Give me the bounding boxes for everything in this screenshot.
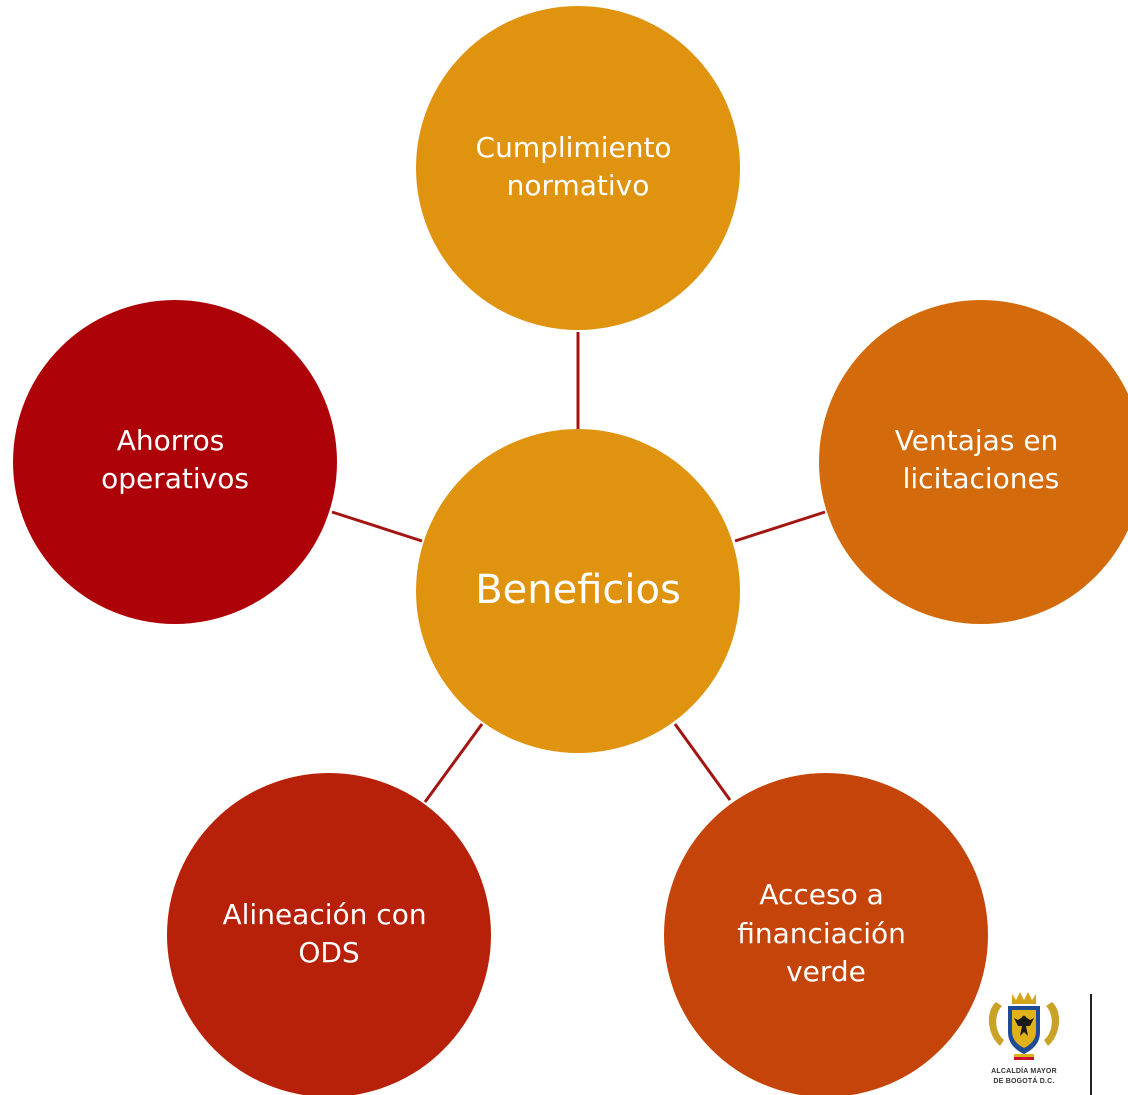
svg-text:Ahorros operativos: Ahorros operativos — [101, 424, 249, 495]
node-center-circle — [416, 429, 740, 753]
node-acceso-circle — [664, 773, 988, 1095]
node-ventajas-line-1: Ventajas en — [895, 424, 1059, 457]
connector-ahorros — [331, 510, 423, 543]
node-acceso: Acceso a financiación verde — [664, 773, 988, 1095]
connector-acceso — [673, 723, 732, 801]
node-acceso-line-3: verde — [786, 955, 866, 988]
node-alineacion-line-2: ODS — [298, 936, 359, 969]
node-center: Beneficios — [416, 429, 740, 753]
logo-divider — [1090, 994, 1092, 1095]
node-ventajas-circle — [819, 300, 1128, 624]
node-ahorros-circle — [13, 300, 337, 624]
node-acceso-line-1: Acceso a — [759, 878, 883, 911]
logo-line-2: DE BOGOTÁ D.C. — [993, 1078, 1055, 1085]
node-ventajas-line-2: licitaciones — [903, 462, 1060, 495]
node-ahorros: Ahorros operativos — [13, 300, 337, 624]
node-center-label: Beneficios — [475, 567, 681, 613]
node-cumplimiento-line-1: Cumplimiento — [476, 131, 672, 164]
alcaldia-logo: ALCALDÍA MAYOR DE BOGOTÁ D.C. — [978, 988, 1098, 1095]
node-alineacion: Alineación con ODS — [167, 773, 491, 1095]
node-alineacion-circle — [167, 773, 491, 1095]
connector-alineacion — [423, 723, 484, 803]
node-cumplimiento-circle — [416, 6, 740, 330]
node-cumplimiento: Cumplimiento normativo — [416, 6, 740, 330]
node-alineacion-line-1: Alineación con — [223, 898, 427, 931]
svg-text:Cumplimiento normativo: Cumplimiento normativo — [476, 131, 681, 202]
node-ahorros-line-1: Ahorros — [117, 424, 225, 457]
svg-text:Alineación con ODS: Alineación con ODS — [223, 898, 436, 969]
node-cumplimiento-line-2: normativo — [507, 169, 650, 202]
node-ventajas: Ventajas en licitaciones — [819, 300, 1128, 624]
node-acceso-line-2: financiación — [737, 917, 906, 950]
svg-text:Acceso a financiación: Acceso a financiación verde — [737, 878, 915, 988]
logo-line-1: ALCALDÍA MAYOR — [991, 1068, 1057, 1075]
coat-of-arms-icon — [988, 992, 1060, 1060]
connector-ventajas — [734, 510, 826, 543]
node-ahorros-line-2: operativos — [101, 462, 249, 495]
svg-text:Ventajas en licitaciones: Ventajas en licitaciones — [895, 424, 1067, 495]
